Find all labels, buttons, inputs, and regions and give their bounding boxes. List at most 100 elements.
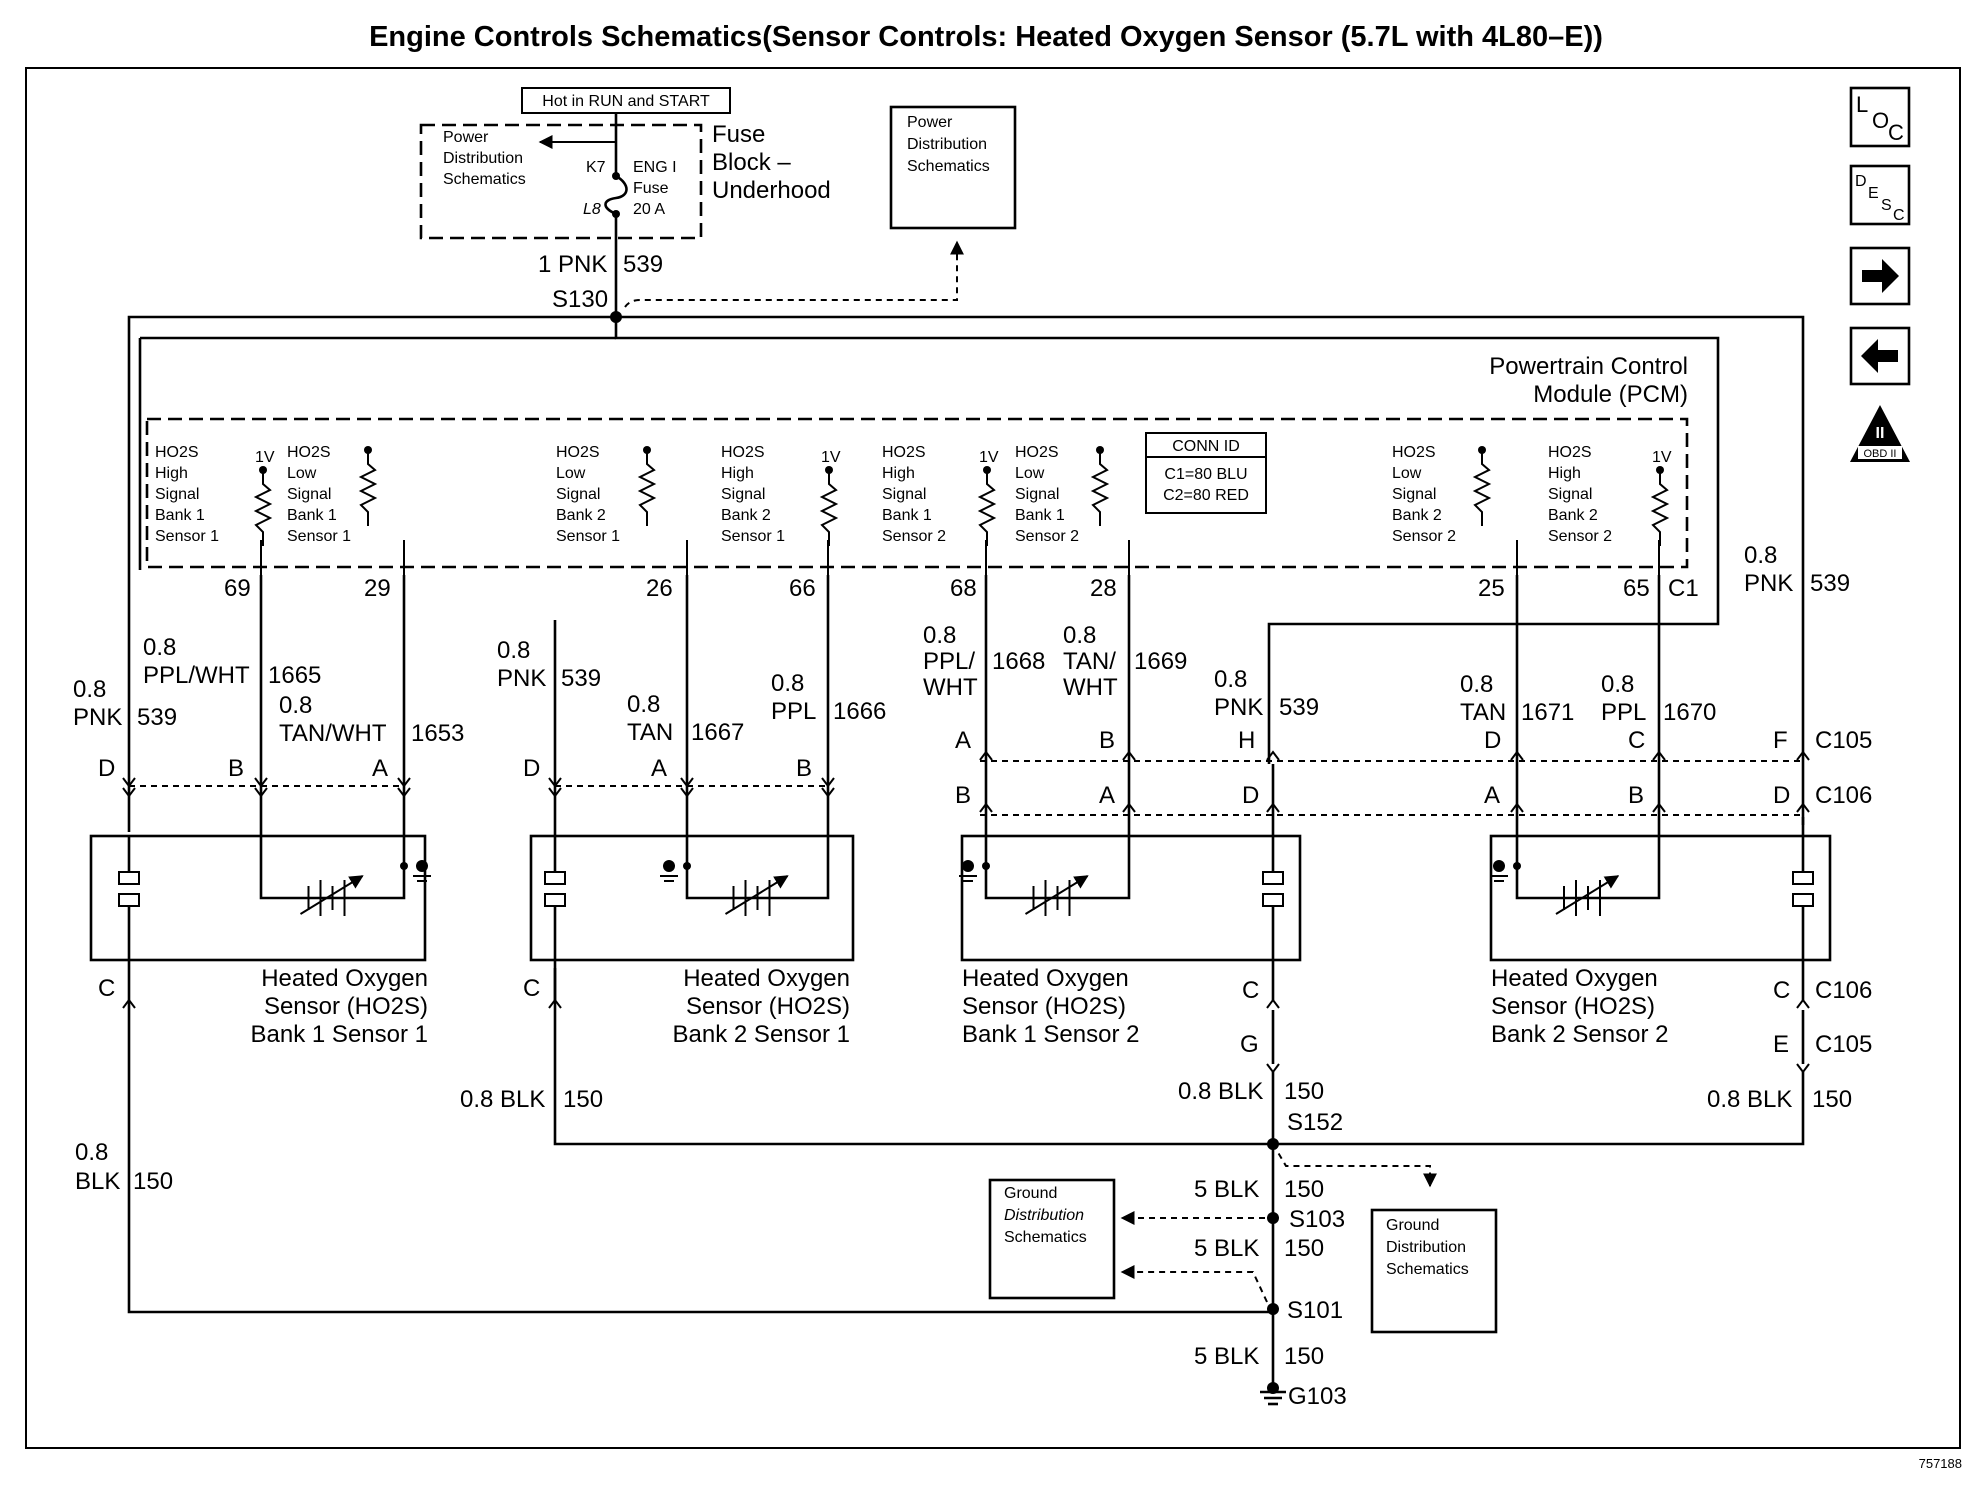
connector-pin-letter: B: [1099, 727, 1115, 754]
sensor-label: Sensor (HO2S): [1491, 993, 1655, 1020]
svg-text:S103: S103: [1289, 1206, 1345, 1233]
wire-size-label: 0.8: [1744, 542, 1777, 569]
svg-text:20 A: 20 A: [633, 201, 665, 218]
pcm-signal-label: Bank 2: [1392, 507, 1442, 524]
svg-text:150: 150: [1284, 1343, 1324, 1370]
svg-text:0.8: 0.8: [75, 1139, 108, 1166]
voltage-reference-label: 1V: [255, 449, 275, 466]
pcm-signal-label: Bank 1: [155, 507, 205, 524]
svg-text:150: 150: [1284, 1078, 1324, 1105]
desc-button[interactable]: D E S C: [1849, 164, 1911, 226]
s103-splice: [1267, 1212, 1279, 1224]
s101-splice: [1267, 1303, 1279, 1315]
voltage-reference-label: 1V: [821, 449, 841, 466]
figure-id: 757188: [1919, 1456, 1962, 1471]
resistor-icon: [253, 470, 273, 546]
svg-text:539: 539: [623, 251, 663, 278]
svg-text:ENG I: ENG I: [633, 159, 677, 176]
wire-size-label: 0.8: [627, 691, 660, 718]
heater-element-icon: [1262, 871, 1284, 907]
svg-text:Schematics: Schematics: [1386, 1261, 1469, 1278]
wire-color-label: TAN/WHT: [279, 720, 387, 747]
svg-text:S: S: [1881, 197, 1892, 214]
fuse-block: Hot in RUN and START Power Distribution …: [419, 87, 831, 317]
connector-pin-letter: G: [1240, 1031, 1259, 1058]
ground-distribution-link-left[interactable]: Ground Distribution Schematics: [988, 1178, 1116, 1300]
wire-circuit-label: 1667: [691, 719, 744, 746]
wire-size-label: 0.8: [497, 637, 530, 664]
svg-text:Fuse: Fuse: [633, 180, 669, 197]
obd-ii-button[interactable]: II OBD II: [1850, 405, 1910, 462]
pcm-signal-label: Sensor 1: [287, 528, 351, 545]
pcm-signal-label: Bank 1: [1015, 507, 1065, 524]
pcm-signal-label: High: [1548, 465, 1581, 482]
wire-color-label: PPL/: [923, 648, 975, 675]
pcm-signal-label: Low: [287, 465, 317, 482]
resistor-icon: [637, 450, 657, 526]
pcm-signal-label: Bank 2: [556, 507, 606, 524]
connector-pin-letter: C: [1628, 727, 1645, 754]
wire-color-label: PNK: [1744, 570, 1793, 597]
connector-pin-letter: C: [523, 975, 540, 1002]
power-distribution-schematics-link[interactable]: Power Distribution Schematics: [624, 105, 1017, 308]
pcm-signal-label: Signal: [556, 486, 600, 503]
connector-pin-letter: D: [1484, 727, 1501, 754]
svg-text:5 BLK: 5 BLK: [1194, 1343, 1259, 1370]
pcm-pin-label: 26: [646, 575, 673, 602]
resistor-icon: [358, 450, 378, 526]
voltage-reference-label: 1V: [979, 449, 999, 466]
svg-text:Ground: Ground: [1004, 1185, 1057, 1202]
back-arrow-button[interactable]: [1849, 326, 1911, 386]
c105-label-bottom: C105: [1815, 1031, 1872, 1058]
c106-label-top: C106: [1815, 782, 1872, 809]
svg-text:5 BLK: 5 BLK: [1194, 1235, 1259, 1262]
wire-size-label: 0.8: [1063, 622, 1096, 649]
connector-pin-letter: C: [1773, 977, 1790, 1004]
sensor-label: Bank 2 Sensor 2: [1491, 1021, 1668, 1048]
pcm-signal-label: HO2S: [556, 444, 600, 461]
svg-text:Fuse: Fuse: [712, 121, 765, 148]
connector-pin-letter: B: [796, 755, 812, 782]
connector-pin-letter: E: [1773, 1031, 1789, 1058]
svg-text:K7: K7: [586, 159, 606, 176]
wire-circuit-label: 1670: [1663, 699, 1716, 726]
g103-ground-icon: [1260, 1382, 1286, 1406]
svg-text:C2=80 RED: C2=80 RED: [1163, 487, 1249, 504]
ho2s-sensor: [959, 834, 1302, 962]
arrow-left-icon: [1861, 339, 1898, 373]
wire-color-label: WHT: [923, 674, 978, 701]
wire-circuit-label: 539: [137, 704, 177, 731]
pcm-pin-label: 66: [789, 575, 816, 602]
svg-text:G103: G103: [1288, 1383, 1347, 1410]
pcm-signal-label: Bank 2: [721, 507, 771, 524]
svg-text:Module (PCM): Module (PCM): [1533, 381, 1688, 408]
sensor-label: Sensor (HO2S): [686, 993, 850, 1020]
pcm-signal-label: Sensor 1: [721, 528, 785, 545]
loc-button[interactable]: L O C: [1849, 86, 1911, 148]
ground-icon: [1493, 860, 1505, 872]
wire-color-label: PPL: [1601, 699, 1646, 726]
wire-circuit-label: 1665: [268, 662, 321, 689]
wire-circuit-label: 539: [561, 665, 601, 692]
connector-pin-letter: B: [1628, 782, 1644, 809]
pcm-signal-label: HO2S: [155, 444, 199, 461]
pcm-signal-label: Sensor 2: [882, 528, 946, 545]
pcm-signal-label: Signal: [155, 486, 199, 503]
pcm-signal-label: Low: [1392, 465, 1422, 482]
connector-pin-letter: F: [1773, 727, 1788, 754]
svg-text:5 BLK: 5 BLK: [1194, 1176, 1259, 1203]
ground-distribution-link-right[interactable]: Ground Distribution Schematics: [1370, 1208, 1498, 1334]
forward-arrow-button[interactable]: [1849, 246, 1911, 306]
wire-size-label: 0.8: [1460, 671, 1493, 698]
svg-text:150: 150: [1284, 1176, 1324, 1203]
pcm-signal-label: HO2S: [1548, 444, 1592, 461]
pcm-signal-label: Signal: [882, 486, 926, 503]
wire-circuit-label: 1668: [992, 648, 1045, 675]
pcm-signal-label: Signal: [287, 486, 331, 503]
pcm-signal-label: Sensor 1: [556, 528, 620, 545]
svg-text:C: C: [1888, 120, 1904, 145]
pcm-pin-label: 29: [364, 575, 391, 602]
pcm-signal-label: Sensor 1: [155, 528, 219, 545]
diagram-frame: [25, 67, 1961, 1449]
svg-text:Schematics: Schematics: [443, 171, 526, 188]
